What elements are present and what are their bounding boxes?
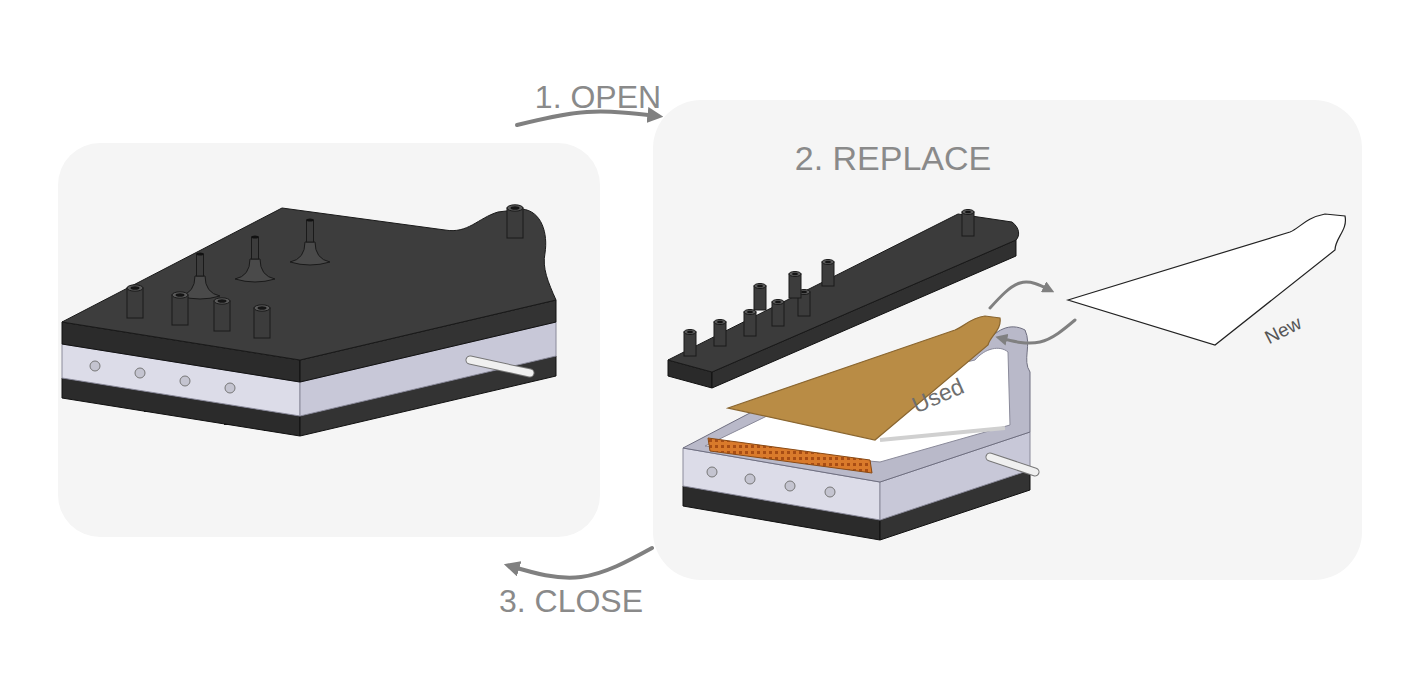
step-heading: 2. REPLACE — [795, 141, 992, 175]
sheet-outline — [1068, 213, 1350, 345]
step-arrow — [510, 548, 652, 578]
step-panel — [58, 143, 600, 537]
sheet-shape — [1068, 214, 1345, 345]
step-arrow — [517, 112, 657, 125]
used-sheet: Used — [728, 316, 1002, 440]
step-label: 1. OPEN — [535, 81, 661, 113]
sheet-outline — [728, 316, 1002, 440]
new-sheet: New — [1068, 213, 1350, 345]
step-label: 3. CLOSE — [499, 585, 643, 617]
step-panel: 2. REPLACE Used New — [653, 100, 1362, 580]
sheet-label: New — [1262, 313, 1304, 347]
sheet-shape — [728, 316, 1000, 440]
